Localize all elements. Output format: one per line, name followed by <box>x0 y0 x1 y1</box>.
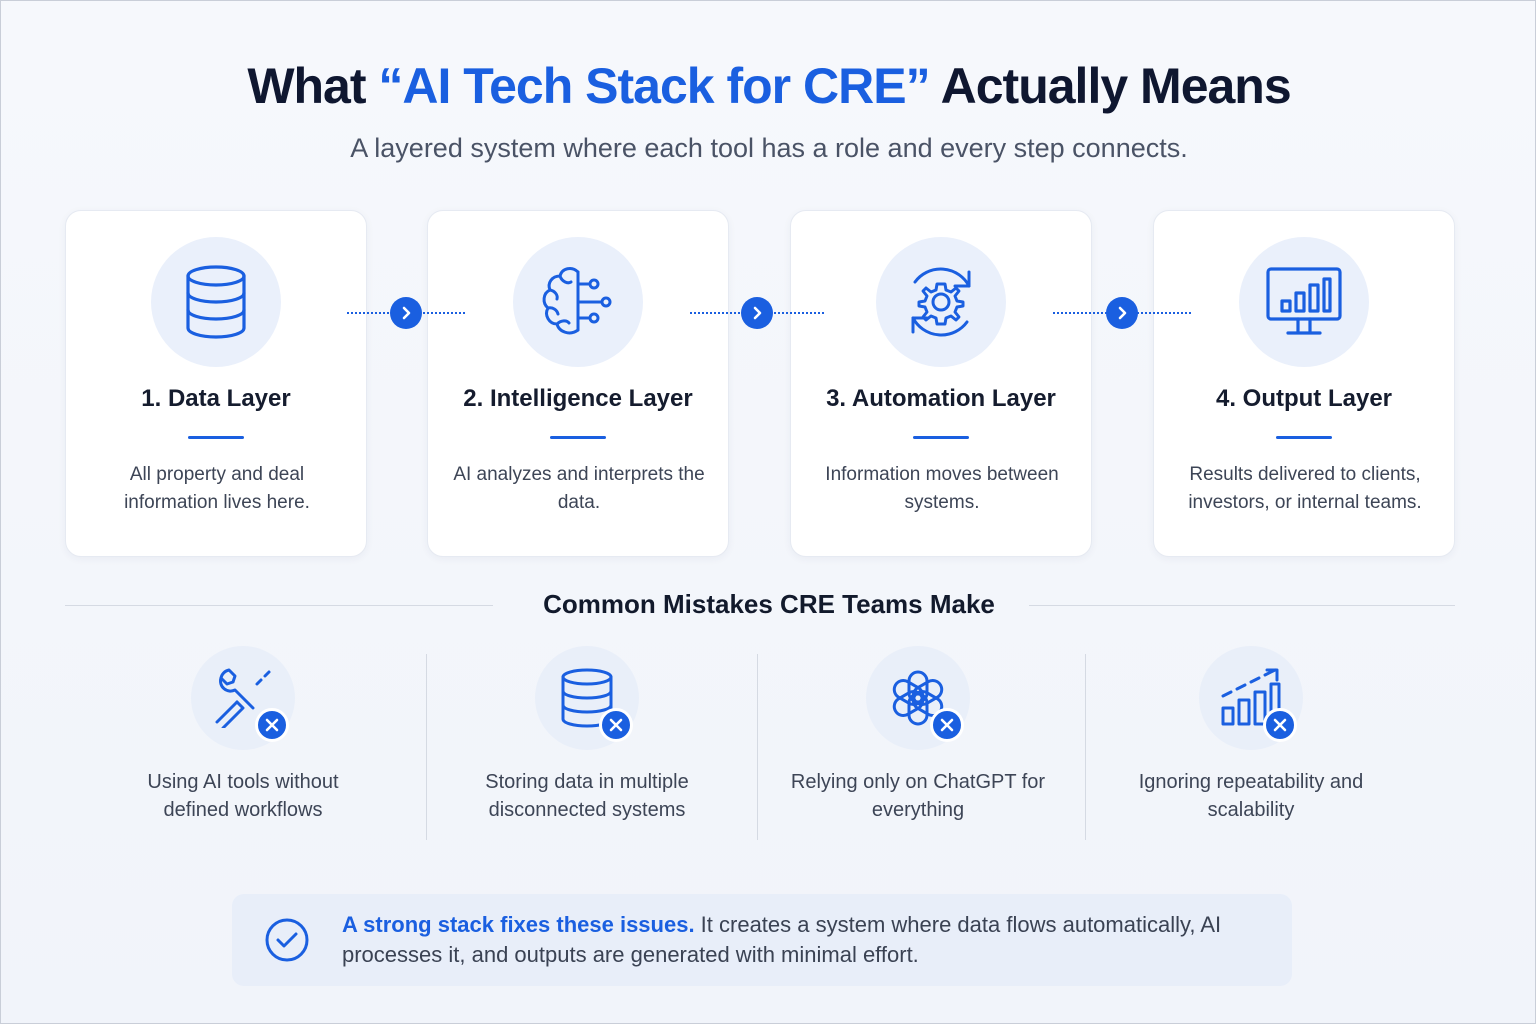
layer-divider <box>550 436 606 439</box>
tools-icon <box>215 668 271 728</box>
section-title: Common Mistakes CRE Teams Make <box>543 589 995 619</box>
callout-body: It creates a system where data flows aut… <box>342 912 1222 967</box>
x-mark-icon <box>599 708 633 742</box>
layer-icon-circle <box>513 237 643 367</box>
callout-strong: A strong stack fixes these issues. <box>342 912 695 937</box>
layer-connector <box>347 297 465 329</box>
title-suffix: Actually Means <box>929 58 1292 114</box>
layer-divider <box>188 436 244 439</box>
layer-divider <box>913 436 969 439</box>
layer-title: 4. Output Layer <box>1215 385 1393 412</box>
layer-divider <box>1276 436 1332 439</box>
database-icon <box>186 265 246 339</box>
chevron-right-icon <box>390 297 422 329</box>
monitor-chart-icon <box>1266 267 1342 335</box>
layer-card-automation: 3. Automation Layer Information moves be… <box>790 210 1092 557</box>
page-subtitle: A layered system where each tool has a r… <box>350 133 1188 163</box>
openai-logo-icon <box>892 670 944 726</box>
layer-description: All property and deal information lives … <box>124 464 310 513</box>
layer-description: AI analyzes and interprets the data. <box>453 464 705 513</box>
mistake-text: Relying only on ChatGPT for everything <box>790 771 1046 821</box>
mistake-divider <box>757 654 758 840</box>
layer-card-intelligence: 2. Intelligence Layer AI analyzes and in… <box>427 210 729 557</box>
chevron-right-icon <box>1106 297 1138 329</box>
layer-title: 3. Automation Layer <box>826 385 1056 412</box>
section-rule-right <box>1029 605 1455 606</box>
layer-icon-circle <box>1239 237 1369 367</box>
mistake-divider <box>1085 654 1086 840</box>
summary-callout: A strong stack fixes these issues. It cr… <box>232 894 1292 986</box>
x-mark-icon <box>255 708 289 742</box>
mistake-text: Ignoring repeatability and scalability <box>1138 771 1364 821</box>
layer-icon-circle <box>876 237 1006 367</box>
page-title: What “AI Tech Stack for CRE” Actually Me… <box>1 57 1536 115</box>
layer-connector <box>1053 297 1191 329</box>
layer-title: 2. Intelligence Layer <box>463 385 693 412</box>
mistake-item: Ignoring repeatability and scalability <box>1101 646 1401 866</box>
section-rule-left <box>65 605 493 606</box>
check-circle-icon <box>265 918 309 962</box>
mistake-text: Storing data in multiple disconnected sy… <box>485 771 689 821</box>
layer-title: 1. Data Layer <box>141 385 291 412</box>
mistake-text: Using AI tools without defined workflows <box>147 771 339 821</box>
brain-icon <box>542 267 612 335</box>
callout-text: A strong stack fixes these issues. It cr… <box>342 910 1262 970</box>
mistake-item: Using AI tools without defined workflows <box>93 646 393 866</box>
title-accent: “AI Tech Stack for CRE” <box>378 58 930 114</box>
chevron-right-icon <box>741 297 773 329</box>
mistake-item: Storing data in multiple disconnected sy… <box>437 646 737 866</box>
x-mark-icon <box>930 708 964 742</box>
layer-icon-circle <box>151 237 281 367</box>
layer-card-data: 1. Data Layer All property and deal info… <box>65 210 367 557</box>
layer-connector <box>690 297 824 329</box>
x-mark-icon <box>1263 708 1297 742</box>
layer-description: Results delivered to clients, investors,… <box>1188 464 1422 513</box>
mistake-item: Relying only on ChatGPT for everything <box>768 646 1068 866</box>
title-prefix: What <box>247 58 379 114</box>
mistake-divider <box>426 654 427 840</box>
layer-description: Information moves between systems. <box>825 464 1059 513</box>
layer-card-output: 4. Output Layer Results delivered to cli… <box>1153 210 1455 557</box>
gear-cycle-icon <box>911 267 971 337</box>
